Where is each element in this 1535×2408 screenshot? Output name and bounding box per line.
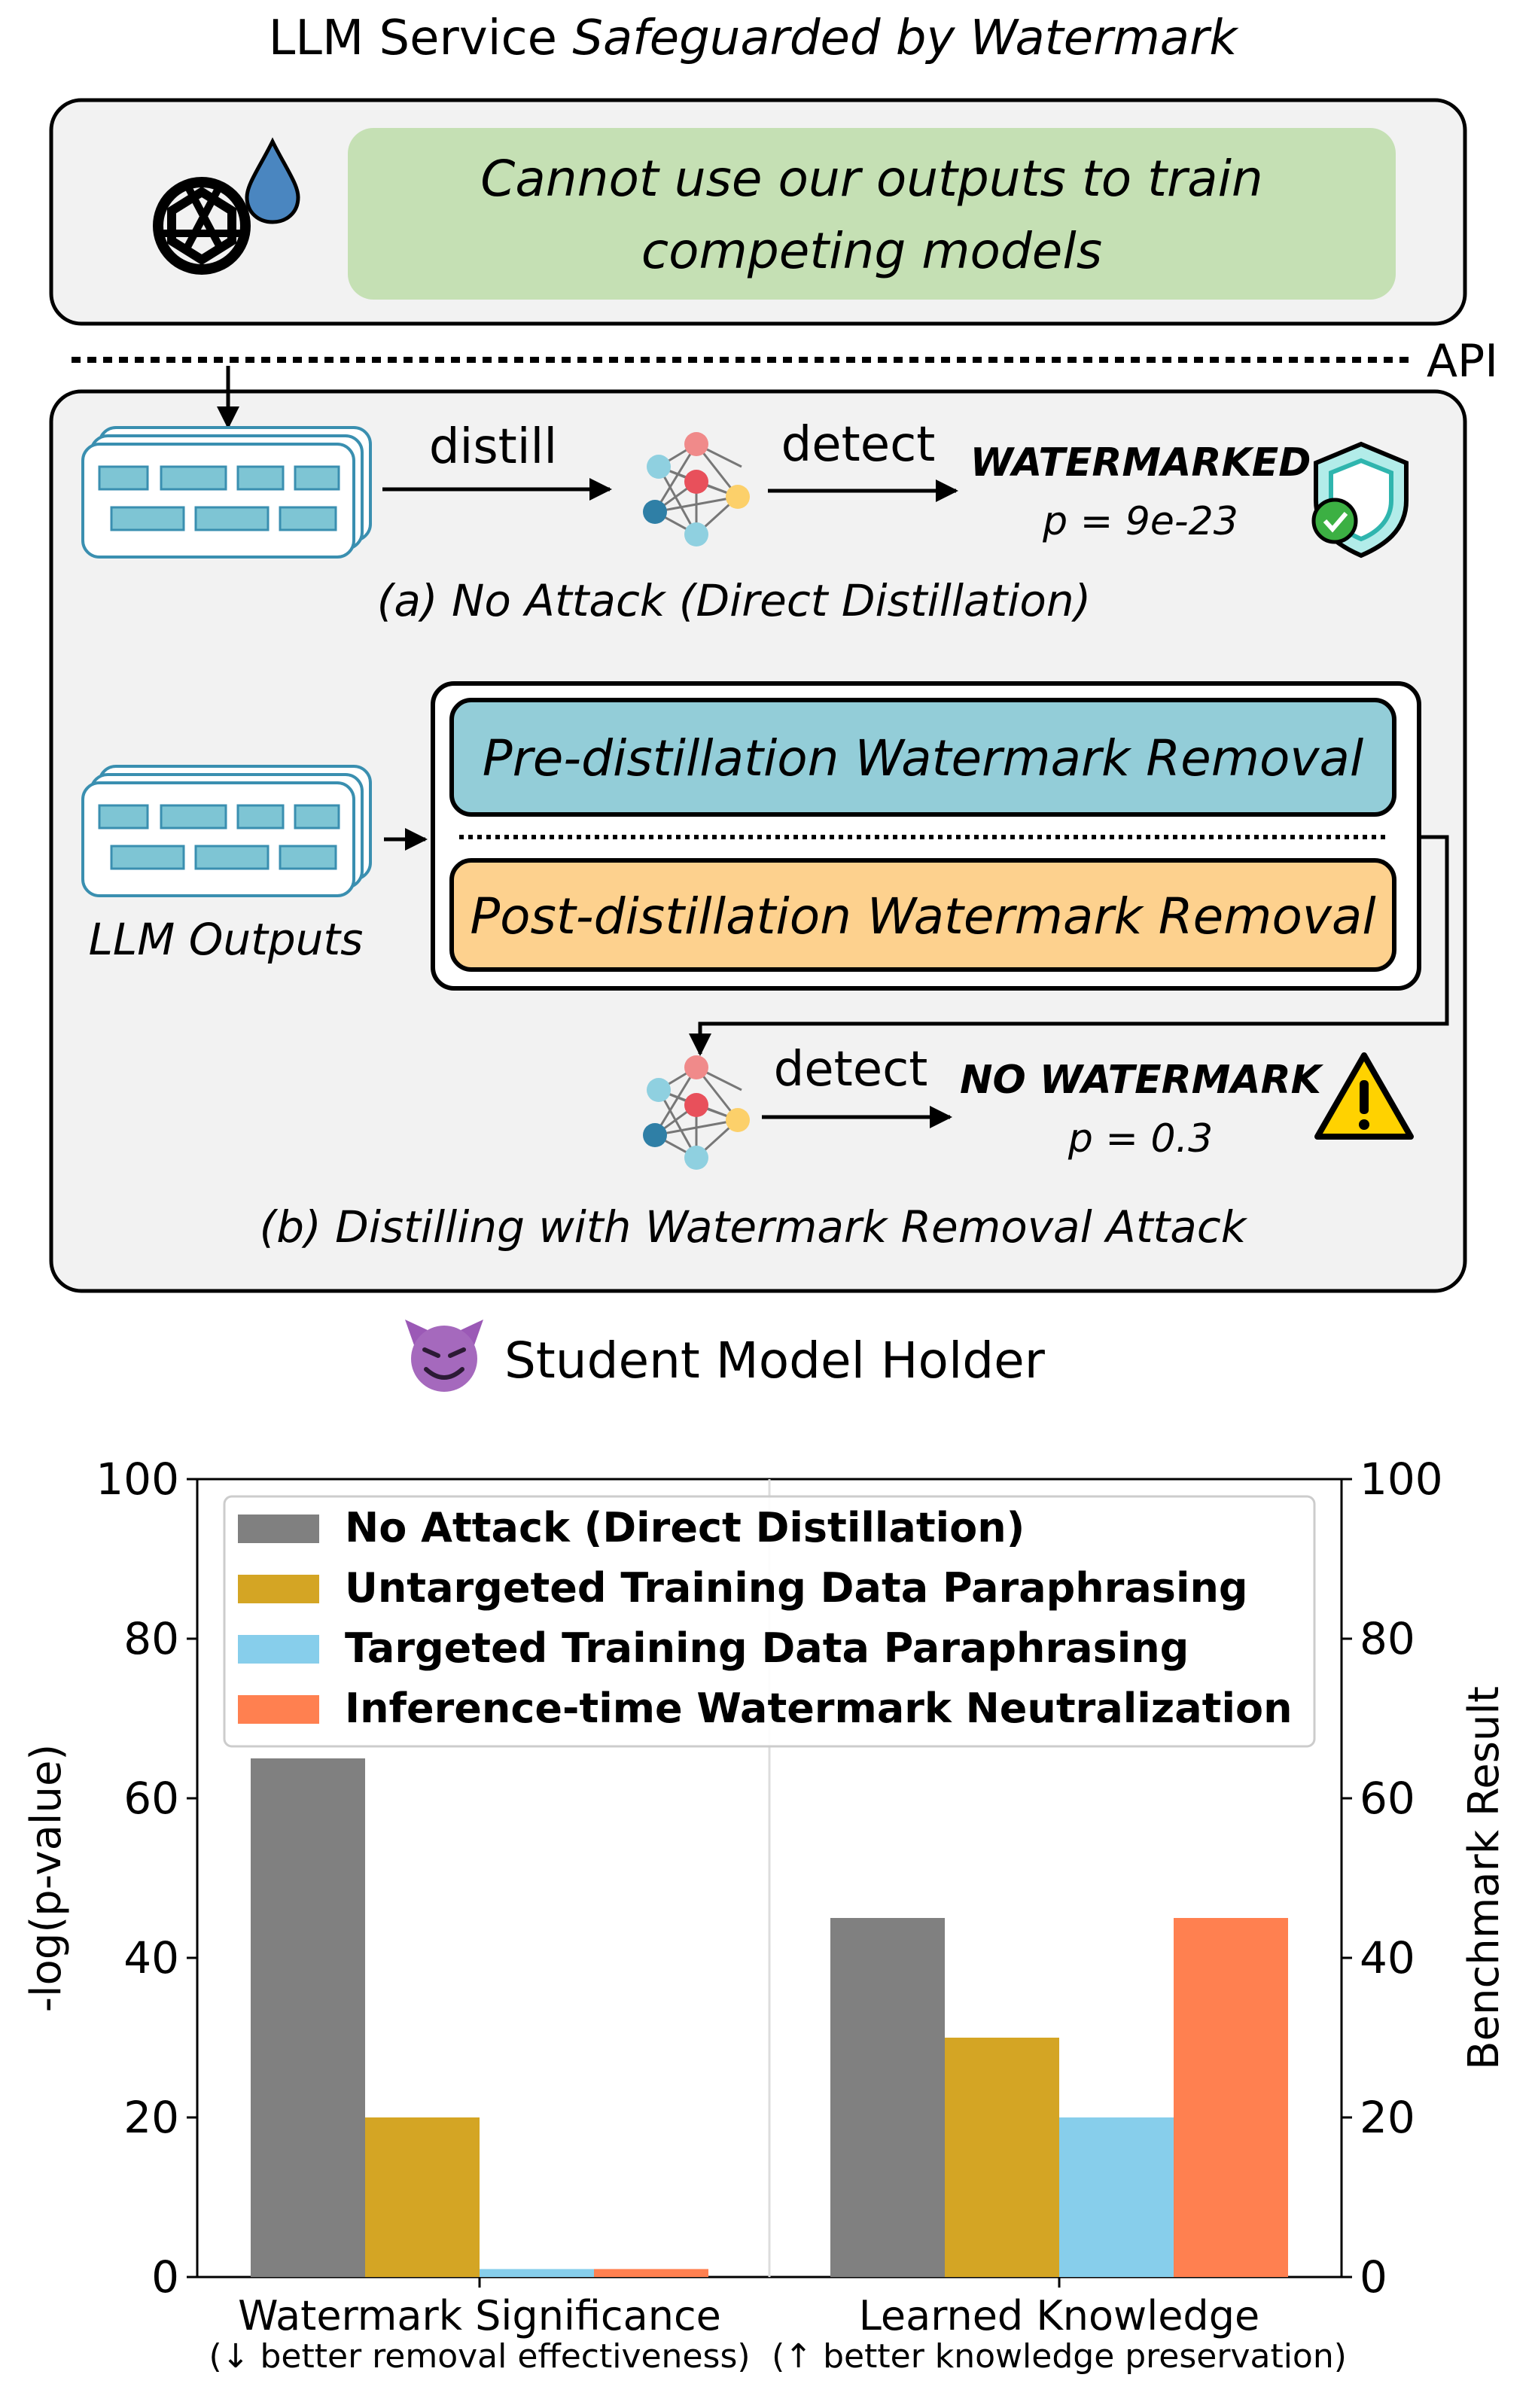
y2-tick-label: 0: [1360, 2251, 1387, 2303]
bar: [1059, 2117, 1174, 2277]
shield-check-icon: [1311, 441, 1409, 559]
y2-axis-label: Benchmark Result: [1460, 1686, 1509, 2070]
p-value-b: p = 0.3: [1067, 1116, 1213, 1161]
legend-label: Inference-time Watermark Neutralization: [345, 1685, 1293, 1732]
x-tick-sublabel: (↑ better knowledge preservation): [772, 2337, 1347, 2376]
chart: 0 0 20 20 40 40 60 60 80 80 100 100 -log(p-value) Ben…: [22, 1454, 1509, 2376]
y-tick-label: 60: [123, 1773, 179, 1824]
holder-label: Student Model Holder: [504, 1332, 1046, 1390]
bar: [480, 2269, 594, 2277]
llm-outputs-label: LLM Outputs: [89, 914, 364, 965]
bar: [945, 2038, 1059, 2277]
removal-output-arrow: [689, 835, 1449, 1056]
legend-swatch: [238, 1695, 319, 1724]
bar: [594, 2269, 708, 2277]
document-stack-icon: [81, 765, 372, 897]
x-tick-label: Watermark Significance: [238, 2292, 721, 2340]
x-tick-label: Learned Knowledge: [859, 2292, 1259, 2340]
detect-label-b: detect: [774, 1042, 928, 1097]
post-distillation-label: Post-distillation Watermark Removal: [470, 887, 1376, 945]
bar: [365, 2117, 480, 2277]
distill-label: distill: [429, 419, 557, 475]
water-drop-icon: [245, 137, 300, 224]
y-tick-label: 80: [123, 1613, 179, 1664]
post-distillation-box: [449, 858, 1396, 972]
legend-swatch: [238, 1515, 319, 1543]
y2-tick-label: 20: [1360, 2092, 1415, 2143]
y-tick-label: 100: [96, 1454, 179, 1505]
policy-box: [348, 128, 1396, 300]
bar: [251, 1758, 365, 2277]
legend: [223, 1495, 1316, 1748]
watermarked-label: WATERMARKED: [970, 440, 1311, 486]
legend-swatch: [238, 1575, 319, 1603]
y2-tick-label: 100: [1360, 1454, 1443, 1505]
devil-face-icon: [405, 1320, 483, 1392]
legend-label: No Attack (Direct Distillation): [345, 1504, 1025, 1551]
y-tick-label: 20: [123, 2092, 179, 2143]
pre-distillation-label: Pre-distillation Watermark Removal: [483, 729, 1364, 787]
y-axis-label: -log(p-value): [22, 1744, 71, 2012]
bar: [1174, 1918, 1288, 2277]
x-tick-sublabel: (↓ better removal effectiveness): [209, 2337, 750, 2376]
policy-text-line-1: Cannot use our outputs to train: [480, 150, 1262, 208]
pre-distillation-box: [449, 698, 1396, 817]
page-title: LLM Service Safeguarded by Watermark: [269, 11, 1240, 66]
y-tick-label: 40: [123, 1932, 179, 1983]
p-value-a: p = 9e-23: [1042, 499, 1238, 544]
document-stack-icon: [81, 426, 372, 559]
warning-icon: [1314, 1052, 1414, 1140]
y2-tick-label: 40: [1360, 1932, 1415, 1983]
api-label: API: [1427, 335, 1498, 388]
legend-swatch: [238, 1635, 319, 1664]
legend-label: Targeted Training Data Paraphrasing: [345, 1624, 1189, 1672]
bar: [830, 1918, 945, 2277]
legend-label: Untargeted Training Data Paraphrasing: [345, 1564, 1248, 1612]
policy-text-line-2: competing models: [641, 222, 1102, 280]
y-tick-label: 0: [151, 2251, 179, 2303]
y2-tick-label: 80: [1360, 1613, 1415, 1664]
chatgpt-logo-icon: [153, 177, 251, 275]
detect-label-a: detect: [781, 417, 936, 473]
caption-b: (b) Distilling with Watermark Removal At…: [260, 1201, 1248, 1253]
no-watermark-label: NO WATERMARK: [960, 1058, 1324, 1103]
caption-a: (a) No Attack (Direct Distillation): [377, 575, 1092, 626]
y2-tick-label: 60: [1360, 1773, 1415, 1824]
